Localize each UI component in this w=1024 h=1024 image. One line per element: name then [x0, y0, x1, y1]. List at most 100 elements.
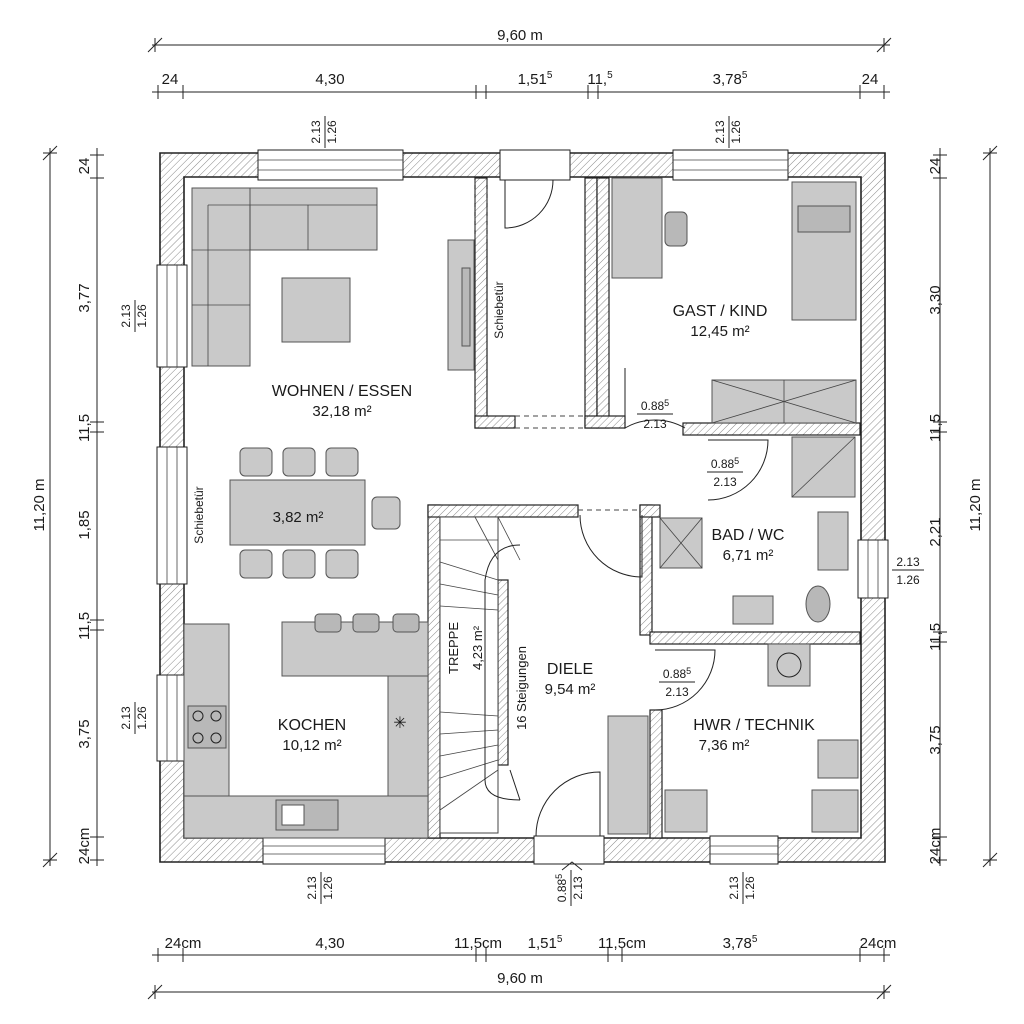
furniture: ✳ — [183, 177, 859, 839]
room-name-gast: GAST / KIND — [673, 303, 768, 320]
heater — [664, 789, 708, 833]
svg-text:11,5: 11,5 — [927, 414, 944, 442]
svg-text:1.26: 1.26 — [729, 120, 743, 144]
bed — [791, 181, 857, 321]
area-dining-table: 3,82 m² — [273, 509, 324, 526]
svg-text:3,77: 3,77 — [76, 283, 93, 312]
svg-text:1.26: 1.26 — [896, 573, 920, 587]
svg-text:0.885: 0.885 — [554, 874, 569, 902]
window-bottom-hwr — [709, 835, 779, 865]
cooktop — [187, 705, 227, 749]
entrance-door — [533, 835, 605, 865]
svg-text:3,30: 3,30 — [927, 285, 944, 314]
room-area-bad: 6,71 m² — [723, 547, 774, 564]
dim-left-total: 11,20 m — [31, 478, 48, 531]
hwr-sink — [817, 739, 859, 779]
svg-text:2.13: 2.13 — [896, 555, 920, 569]
stair-steps: 16 Steigungen — [514, 646, 529, 730]
svg-text:0.885: 0.885 — [711, 456, 739, 471]
door-swings — [474, 179, 769, 837]
svg-text:24: 24 — [862, 71, 879, 88]
svg-text:2.13: 2.13 — [309, 120, 323, 144]
svg-text:1,85: 1,85 — [76, 510, 93, 539]
room-name-hwr: HWR / TECHNIK — [693, 717, 815, 734]
svg-text:2.13: 2.13 — [727, 876, 741, 900]
svg-text:11,5: 11,5 — [587, 70, 613, 88]
svg-text:11,5: 11,5 — [927, 623, 944, 651]
sofa — [191, 187, 378, 367]
window-top-right — [672, 149, 789, 181]
window-top-left — [257, 149, 404, 181]
toilet — [805, 585, 831, 623]
room-name-kochen: KOCHEN — [278, 717, 346, 734]
dim-bottom-total: 9,60 m — [497, 970, 543, 987]
cooktop-star-icon: ✳ — [393, 715, 406, 732]
svg-text:2.13: 2.13 — [119, 304, 133, 328]
window-left-upper — [156, 264, 188, 368]
svg-text:2.13: 2.13 — [713, 120, 727, 144]
svg-text:3,785: 3,785 — [723, 934, 758, 952]
svg-text:11,5: 11,5 — [76, 612, 93, 640]
room-name-diele: DIELE — [547, 661, 593, 678]
room-area-wohnen: 32,18 m² — [312, 403, 371, 420]
room-area-diele: 9,54 m² — [545, 681, 596, 698]
door-top-corridor — [499, 149, 571, 181]
desk-chair — [664, 211, 688, 247]
svg-text:2.13: 2.13 — [713, 475, 737, 489]
svg-text:24cm: 24cm — [76, 828, 93, 865]
svg-text:1.26: 1.26 — [321, 876, 335, 900]
room-labels: WOHNEN / ESSEN 32,18 m² 3,82 m² KOCHEN 1… — [192, 281, 815, 754]
sliding-door-label: Schiebetür — [492, 281, 506, 338]
sink — [275, 799, 339, 831]
room-area-hwr: 7,36 m² — [699, 737, 750, 754]
bad-cabinet — [817, 511, 849, 571]
washing-machine — [767, 643, 811, 687]
room-area-gast: 12,45 m² — [690, 323, 749, 340]
window-bottom-kitchen — [262, 835, 386, 865]
dining-chairs — [239, 447, 401, 579]
svg-text:24: 24 — [76, 158, 93, 175]
opening-labels: 2.13 1.26 2.13 1.26 2.13 1.26 2.13 1.26 … — [119, 116, 924, 906]
svg-text:3,75: 3,75 — [76, 719, 93, 748]
dimension-lines: 9,60 m 24 4,30 1,515 11,5 3,785 24 24cm … — [31, 27, 998, 1000]
svg-text:3,75: 3,75 — [927, 725, 944, 754]
dining-table — [229, 479, 366, 546]
svg-text:4,30: 4,30 — [315, 935, 344, 952]
svg-text:11,5cm: 11,5cm — [454, 935, 502, 952]
electric-box — [811, 789, 859, 833]
svg-text:24: 24 — [927, 158, 944, 175]
dim-top-total: 9,60 m — [497, 27, 543, 44]
svg-text:3,785: 3,785 — [713, 70, 748, 88]
coffee-table — [281, 277, 351, 343]
svg-text:1.26: 1.26 — [325, 120, 339, 144]
bar-stools — [314, 613, 420, 633]
wardrobe-diele — [607, 715, 649, 835]
svg-text:2.13: 2.13 — [571, 876, 585, 900]
svg-text:0.885: 0.885 — [663, 666, 691, 681]
outer-walls — [159, 152, 886, 863]
svg-text:2.13: 2.13 — [643, 417, 667, 431]
washbasin — [732, 595, 774, 625]
svg-text:4,30: 4,30 — [315, 71, 344, 88]
stair-area: 4,23 m² — [470, 625, 485, 670]
svg-text:1.26: 1.26 — [135, 706, 149, 730]
sliding-door-left — [156, 446, 188, 585]
svg-text:2.13: 2.13 — [119, 706, 133, 730]
svg-text:11,5cm: 11,5cm — [598, 935, 646, 952]
window-right-bad — [857, 539, 889, 599]
svg-text:2,21: 2,21 — [927, 517, 944, 546]
svg-text:2.13: 2.13 — [305, 876, 319, 900]
svg-text:24: 24 — [162, 71, 179, 88]
windows — [156, 149, 889, 865]
room-area-kochen: 10,12 m² — [282, 737, 341, 754]
window-left-lower — [156, 674, 188, 762]
room-name-wohnen: WOHNEN / ESSEN — [272, 383, 412, 400]
svg-text:2.13: 2.13 — [665, 685, 689, 699]
svg-text:24cm: 24cm — [165, 935, 202, 952]
svg-text:1.26: 1.26 — [743, 876, 757, 900]
svg-text:11,5: 11,5 — [76, 414, 93, 442]
svg-text:1,515: 1,515 — [528, 934, 563, 952]
room-name-bad: BAD / WC — [712, 527, 785, 544]
sliding-door-left-label: Schiebetür — [192, 486, 206, 543]
